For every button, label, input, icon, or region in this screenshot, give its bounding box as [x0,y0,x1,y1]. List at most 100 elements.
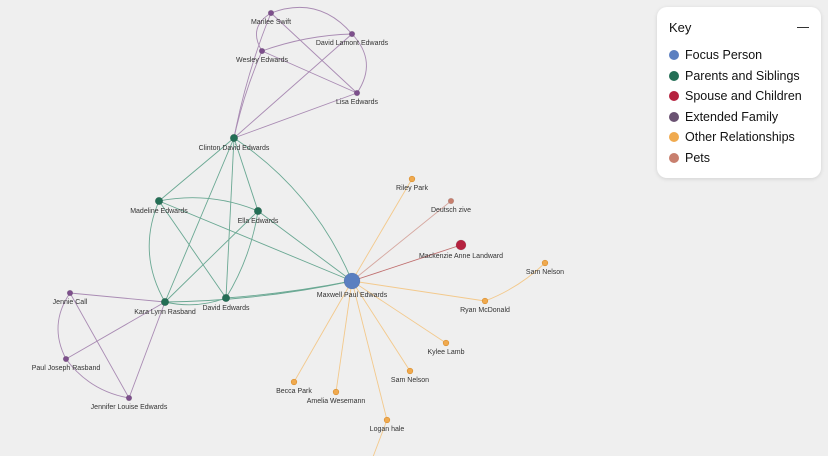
node-logan[interactable] [383,416,391,424]
node-label: Jennie Call [53,299,88,306]
node-label: Paul Joseph Rasband [32,365,101,372]
node-label: Marilee Swift [251,19,291,26]
link-ella-kara [164,210,259,303]
link-maxwell-deutsch [351,200,452,282]
link-jennie-paul [57,292,71,360]
legend-color-dot [669,111,679,122]
node-amelia[interactable] [332,388,340,396]
link-madeline-maxwell [158,200,353,282]
node-riley[interactable] [408,175,416,183]
legend-color-dot [669,70,679,81]
link-davidl-clinton [233,33,353,139]
node-paul[interactable] [62,355,70,363]
node-label: Clinton David Edwards [199,145,270,152]
link-marilee-lisa [270,12,358,94]
node-kara[interactable] [160,297,170,307]
node-lisa[interactable] [353,89,361,97]
legend-color-dot [669,91,679,102]
node-sam1[interactable] [541,259,549,267]
legend-label: Focus Person [685,48,763,63]
nodes-layer: Maxwell Paul Edwards Clinton David Edward… [32,9,564,433]
node-label: Lisa Edwards [336,99,379,106]
link-ella-maxwell [257,210,353,282]
node-clinton[interactable] [229,133,239,143]
link-madeline-ella [158,197,259,212]
node-ryan[interactable] [481,297,489,305]
node-label: Becca Park [276,388,312,395]
link-david-maxwell [225,280,353,299]
links-layer [57,6,546,456]
node-becca[interactable] [290,378,298,386]
node-label: Jennifer Louise Edwards [91,404,168,411]
link-maxwell-ryan [351,280,486,302]
legend-item: Other Relationships [669,127,809,148]
legend-item: Pets [669,148,809,169]
node-maxwell[interactable] [343,272,361,290]
link-ryan-sam1 [484,262,546,302]
link-clinton-ella [233,137,259,212]
link-madeline-kara [148,200,166,303]
node-label: Logan hale [370,426,405,433]
node-label: David Lamont Edwards [316,40,389,47]
legend-item: Parents and Siblings [669,66,809,87]
node-mackenzie[interactable] [455,239,467,251]
link-clinton-maxwell [233,137,353,282]
link-ella-david [225,210,259,299]
link-clinton-kara [164,137,235,303]
node-label: Kylee Lamb [428,349,465,356]
link-maxwell-logan [351,280,388,421]
legend-label: Pets [685,150,711,165]
legend-label: Spouse and Children [685,89,802,104]
link-maxwell-amelia [335,280,353,393]
node-madeline[interactable] [154,196,164,206]
link-kara-jennifer [128,301,166,399]
link-davidl-lisa [351,33,367,94]
link-maxwell-sam2 [351,280,411,372]
node-label: David Edwards [202,305,250,312]
legend-color-dot [669,132,679,143]
node-label: Madeline Edwards [130,208,188,215]
node-sam2[interactable] [406,367,414,375]
link-jennie-jennifer [69,292,130,399]
link-wesley-clinton [233,50,263,139]
link-marilee-wesley [256,12,272,52]
node-ella[interactable] [253,206,263,216]
link-wesley-davidl [261,33,353,52]
node-deutsch[interactable] [447,197,455,205]
link-maxwell-becca [293,280,353,383]
link-marilee-davidl [270,6,353,35]
node-jennifer[interactable] [125,394,133,402]
node-label: Riley Park [396,185,428,192]
link-clinton-david [225,137,235,299]
node-kylee[interactable] [442,339,450,347]
node-label: Sam Nelson [526,269,564,276]
legend-label: Extended Family [685,109,779,124]
link-maxwell-riley [351,178,413,282]
node-label: Ella Edwards [238,218,279,225]
minus-icon[interactable] [797,23,809,33]
legend-color-dot [669,50,679,61]
link-maxwell-kylee [351,280,447,344]
node-davidl[interactable] [348,30,356,38]
link-paul-jennifer [65,358,130,399]
link-lisa-clinton [233,92,358,139]
legend-title: Key [669,20,692,35]
legend-item: Focus Person [669,45,809,66]
node-david[interactable] [221,293,231,303]
link-kara-paul [65,301,166,360]
node-label: Ryan McDonald [460,307,510,314]
node-label: Maxwell Paul Edwards [317,292,388,299]
node-label: Amelia Wesemann [307,398,366,405]
node-label: Wesley Edwards [236,57,289,64]
legend-item: Spouse and Children [669,86,809,107]
legend-color-dot [669,152,679,163]
node-wesley[interactable] [258,47,266,55]
node-jennie[interactable] [66,289,74,297]
link-clinton-madeline [158,137,235,202]
node-label: Kara Lynn Rasband [134,309,196,316]
legend-item: Extended Family [669,107,809,128]
link-kara-jennie [69,292,166,303]
node-marilee[interactable] [267,9,275,17]
